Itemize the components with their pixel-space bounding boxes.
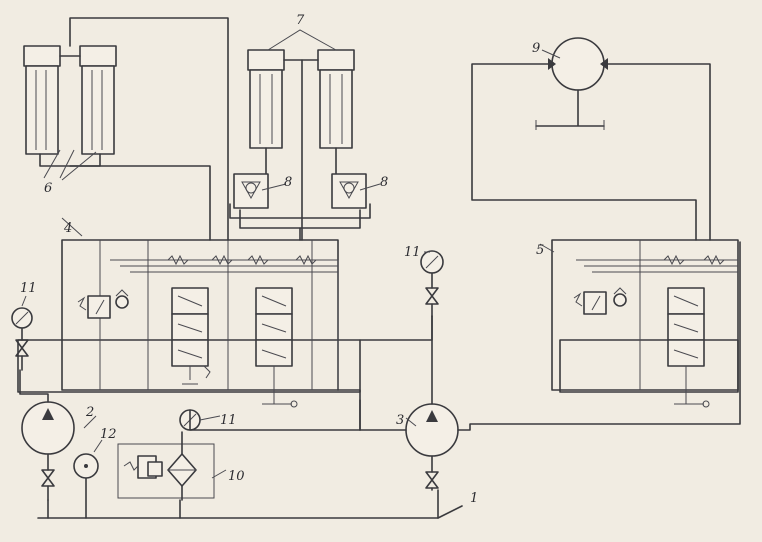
hydraulic-motor-9 [471, 37, 711, 241]
label-4: 4 [63, 221, 72, 236]
label-3: 3 [396, 413, 404, 428]
label-1: 1 [470, 491, 478, 506]
filter-block-10 [117, 431, 215, 501]
hydraulic-cylinders-7 [247, 29, 355, 241]
label-9: 9 [532, 41, 540, 56]
label-10: 10 [228, 469, 245, 484]
label-5: 5 [536, 243, 544, 258]
hydraulic-cylinders-6 [23, 17, 229, 241]
label-6: 6 [44, 181, 52, 196]
label-11-upper: 11 [404, 245, 421, 260]
pump-3 [359, 241, 741, 491]
valve-block-4 [17, 239, 361, 431]
label-11-middle: 11 [220, 413, 237, 428]
pump-2 [19, 369, 75, 501]
callout-leaders [21, 49, 561, 479]
label-11-left: 11 [20, 281, 37, 296]
valve-block-5 [551, 239, 739, 408]
label-8-left: 8 [284, 175, 292, 190]
pressure-gauge-11-upper [359, 250, 444, 341]
pressure-gauge-12 [73, 453, 99, 479]
label-2: 2 [85, 405, 94, 420]
tank-return-line [37, 477, 463, 519]
label-12: 12 [100, 427, 117, 442]
pressure-gauge-11-left [11, 307, 33, 371]
label-7: 7 [296, 13, 305, 28]
label-8-right: 8 [380, 175, 388, 190]
throttle-valves-8 [229, 173, 371, 241]
